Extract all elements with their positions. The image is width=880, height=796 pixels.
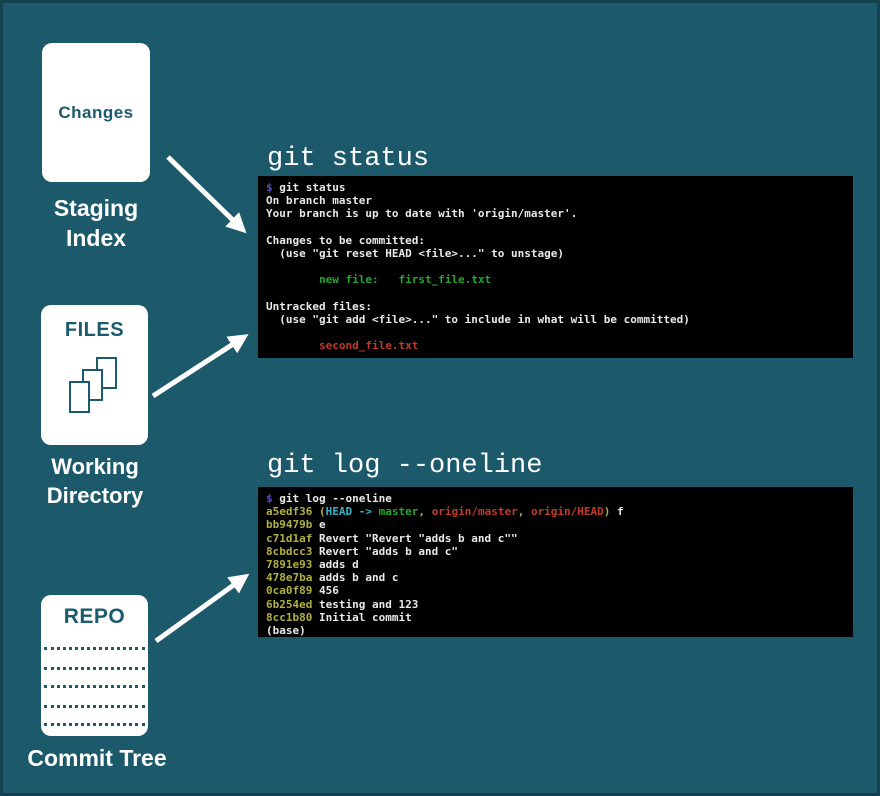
terminal-text-segment: $ [266,181,273,194]
dotted-line [44,705,145,708]
terminal-line: Your branch is up to date with 'origin/m… [266,207,845,220]
terminal-text-segment: (use "git add <file>..." to include in w… [266,313,690,327]
terminal-text-segment: origin/HEAD [530,505,604,519]
terminal-line [266,326,845,339]
terminal-text-segment: 7891e93 [266,558,313,572]
terminal-line: 7891e93 adds d [266,558,845,571]
terminal-text-segment: master [378,505,419,519]
git-log-title: git log --oneline [267,451,543,481]
terminal-text-segment: 8cc1b80 [266,610,313,624]
staging-caption-line1: Staging [53,195,139,221]
dotted-line [44,667,145,670]
terminal-line: second_file.txt [266,339,845,352]
terminal-text-segment: Changes to be committed: [266,233,425,247]
terminal-line: (base) [266,624,845,637]
terminal-text-segment: 6b254ed [266,597,313,611]
terminal-line: $ git status [266,181,845,194]
terminal-text-segment: git status [272,181,346,194]
terminal-text-segment: origin/master [431,505,518,519]
terminal-text-segment: second_file.txt [266,339,419,353]
terminal-line: (use "git reset HEAD <file>..." to unsta… [266,247,845,260]
terminal-line: $ git log --oneline [266,492,845,505]
staging-caption-line2: Index [65,225,127,251]
staging-index-caption: Staging Index [26,193,166,253]
terminal-line: c71d1af Revert "Revert "adds b and c"" [266,532,845,545]
dotted-line [44,723,145,726]
terminal-text-segment: Revert "Revert "adds b and c"" [312,531,518,545]
terminal-text-segment: On branch master [266,194,372,208]
terminal-text-segment: Untracked files: [266,299,372,313]
terminal-text-segment: ) [603,505,618,519]
terminal-text-segment: , [517,505,531,519]
terminal-line [266,221,845,234]
terminal-text-segment: 478e7ba [266,571,313,585]
terminal-text-segment: (base) [266,624,306,637]
terminal-text-segment: e [312,518,326,532]
terminal-line: On branch master [266,194,845,207]
commit-tree-caption: Commit Tree [14,744,180,772]
commit-caption-line1: Commit Tree [27,745,167,771]
terminal-text-segment: , [418,505,432,519]
commit-tree-box: REPO [41,595,148,736]
terminal-line [266,260,845,273]
terminal-line [266,287,845,300]
terminal-text-segment: Initial commit [312,610,412,624]
terminal-line: Untracked files: [266,300,845,313]
working-caption-line1: Working [51,454,139,479]
dotted-line [44,647,145,650]
terminal-text-segment: testing and 123 [312,597,419,611]
terminal-text-segment: 8cbdcc3 [266,544,313,558]
staging-index-box-label: Changes [58,102,134,122]
working-directory-box: FILES [41,305,148,445]
arrow-working-to-status [151,334,249,399]
terminal-text-segment: Revert "adds b and c" [312,544,459,558]
terminal-line: 8cc1b80 Initial commit [266,611,845,624]
terminal-text-segment: a5edf36 ( [266,505,326,519]
working-caption-line2: Directory [46,483,144,508]
terminal-line: a5edf36 (HEAD -> master, origin/master, … [266,505,845,518]
terminal-text-segment: 456 [312,584,339,598]
page-front-icon [69,381,90,413]
terminal-text-segment: 0ca0f89 [266,584,313,598]
arrow-staging-to-status [166,155,247,234]
terminal-text-segment: git log --oneline [272,492,392,505]
terminal-line: bb9479b e [266,518,845,531]
terminal-text-segment: HEAD -> [325,505,379,519]
terminal-text-segment: c71d1af [266,531,313,545]
terminal-text-segment: (use "git reset HEAD <file>..." to unsta… [266,247,565,261]
terminal-line: 0ca0f89 456 [266,584,845,597]
terminal-text-segment: bb9479b [266,518,313,532]
terminal-line: 478e7ba adds b and c [266,571,845,584]
arrow-repo-to-log [154,573,250,644]
terminal-text-segment: Your branch is up to date with 'origin/m… [266,207,578,221]
terminal-text-segment: adds b and c [312,571,399,585]
working-directory-caption: Working Directory [18,452,172,510]
terminal-text-segment: adds d [312,558,359,572]
terminal-text-segment: new file: first_file.txt [266,273,492,287]
terminal-line: (use "git add <file>..." to include in w… [266,313,845,326]
git-status-title: git status [267,144,430,174]
staging-index-box: Changes [42,43,150,182]
terminal-text-segment: $ [266,492,273,505]
terminal-line: new file: first_file.txt [266,273,845,286]
terminal-line: 8cbdcc3 Revert "adds b and c" [266,545,845,558]
commit-tree-box-label: REPO [63,605,126,628]
working-directory-box-label: FILES [64,319,125,341]
dotted-line [44,685,145,688]
terminal-text-segment: f [617,505,624,519]
terminal-line: 6b254ed testing and 123 [266,598,845,611]
terminal-line: Changes to be committed: [266,234,845,247]
